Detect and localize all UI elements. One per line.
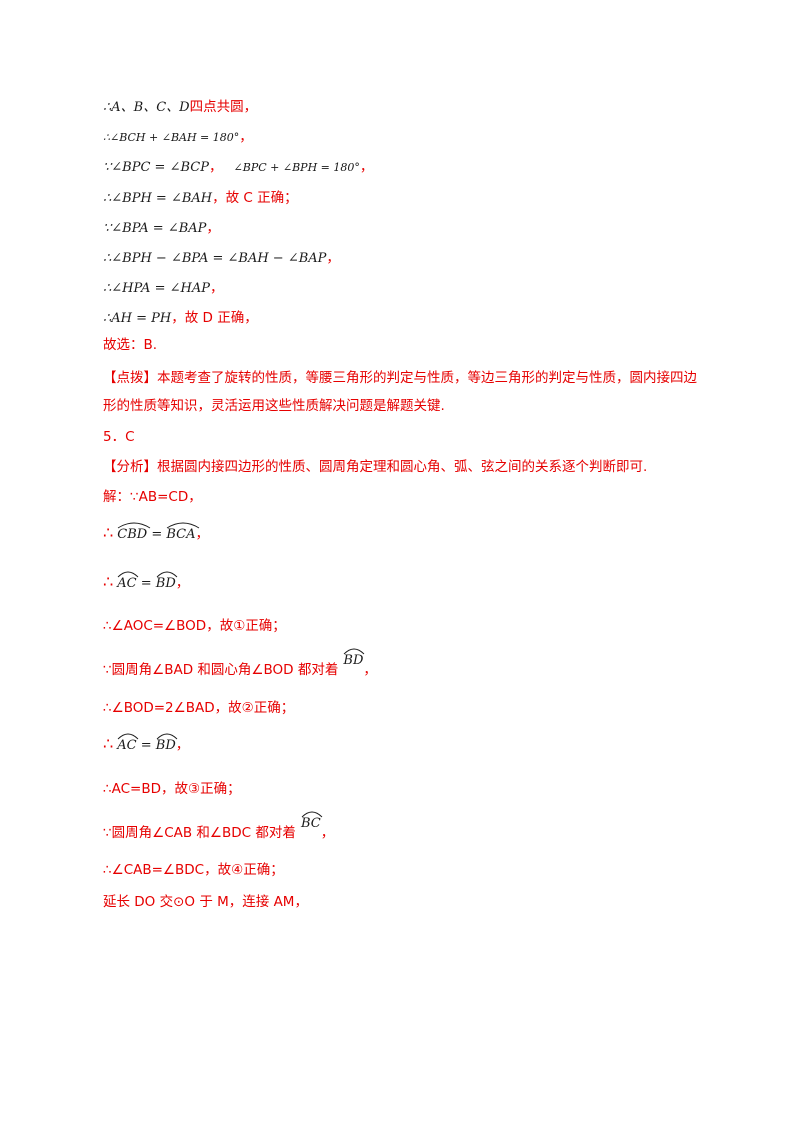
line-conclusion-1: ∴∠AOC=∠BOD，故①正确； [103, 618, 286, 634]
therefore-symbol: ∴ [103, 734, 113, 753]
line-answer: 故选：B. [103, 337, 158, 353]
arc-label-1: AC [117, 733, 139, 752]
line-bpc-bcp: ∵∠BPC = ∠BCP， ∠BPC + ∠BPH = 180°， [103, 158, 373, 175]
math-expr: ∴∠BPH − ∠BPA = ∠BAH − ∠BAP [103, 251, 327, 266]
math-expr: ∴∠BPH = ∠BAH [103, 191, 213, 206]
arc-label-2: BD [156, 733, 178, 752]
text: ， [326, 250, 340, 266]
line-cab-bdc: ∵圆周角∠CAB 和∠BDC 都对着 BC ， [103, 811, 335, 841]
arc-label-2: BCA [166, 522, 200, 541]
question-number: 5．C [103, 429, 135, 445]
arc-label-2: BD [156, 571, 178, 590]
arc-mark-icon [156, 733, 178, 740]
text: ， [175, 575, 190, 591]
text: ， [195, 526, 210, 542]
arc-mark-icon [167, 522, 200, 529]
line-four-points-concyclic: ∴A、B、C、D四点共圆， [103, 98, 257, 115]
line-arc-ac-bd: ∴ AC = BD ， [103, 571, 190, 591]
text: ， [175, 737, 190, 753]
line-ah-ph: ∴AH = PH，故 D 正确， [103, 309, 258, 326]
arc-label: BC [301, 811, 323, 830]
math-expr: ∴AH = PH [103, 311, 172, 326]
text: 四点共圆， [189, 99, 258, 115]
line-inscribed-central: ∵圆周角∠BAD 和圆心角∠BOD 都对着 BD ， [103, 648, 377, 678]
arc-mark-icon [344, 648, 365, 655]
arc-mark-icon [118, 522, 151, 529]
text: ， [206, 220, 220, 236]
equals: = [147, 527, 167, 542]
equals: = [136, 738, 156, 753]
arc-mark-icon [117, 733, 139, 740]
math-expr-2: ∠BPC + ∠BPH = 180° [233, 161, 360, 174]
arc-label: BD [343, 648, 365, 667]
equals: = [136, 576, 156, 591]
math-expr: ∴∠HPA = ∠HAP [103, 281, 210, 296]
line-arc-ac-bd-2: ∴ AC = BD ， [103, 733, 190, 753]
text: ，故 D 正确， [171, 310, 258, 326]
line-arc-cbd-bca: ∴ CBD = BCA ， [103, 522, 210, 542]
arc-label-1: CBD [117, 522, 151, 541]
line-bph-bah: ∴∠BPH = ∠BAH，故 C 正确； [103, 189, 298, 206]
arc-mark-icon [117, 571, 139, 578]
text: ， [239, 129, 253, 145]
arc-label-1: AC [117, 571, 139, 590]
line-solution-start: 解：∵AB=CD， [103, 489, 202, 505]
line-angle-sum: ∴∠BCH + ∠BAH = 180°， [103, 128, 253, 145]
line-tip-2: 形的性质等知识，灵活运用这些性质解决问题是解题关键. [103, 398, 445, 414]
line-analysis: 【分析】根据圆内接四边形的性质、圆周角定理和圆心角、弧、弦之间的关系逐个判断即可… [103, 459, 648, 475]
text-2: ， [363, 662, 377, 678]
math-expr: ∵∠BPA = ∠BAP [103, 221, 207, 236]
text-2: ， [359, 159, 374, 175]
line-conclusion-2: ∴∠BOD=2∠BAD，故②正确； [103, 700, 295, 716]
math-expr: ∴A、B、C、D [103, 100, 190, 115]
text: ， [208, 159, 223, 175]
math-expr: ∵∠BPC = ∠BCP [103, 160, 209, 175]
line-tip-1: 【点拨】本题考查了旋转的性质，等腰三角形的判定与性质，等边三角形的判定与性质，圆… [103, 370, 697, 386]
text: ∵圆周角∠CAB 和∠BDC 都对着 [103, 825, 296, 841]
text: ，故 C 正确； [212, 190, 298, 206]
therefore-symbol: ∴ [103, 523, 113, 542]
arc-mark-icon [156, 571, 178, 578]
arc-mark-icon [301, 811, 323, 818]
math-expr: ∴∠BCH + ∠BAH = 180° [103, 131, 240, 144]
line-bpa-bap: ∵∠BPA = ∠BAP， [103, 219, 220, 236]
line-extend: 延长 DO 交⊙O 于 M，连接 AM， [103, 894, 308, 910]
therefore-symbol: ∴ [103, 572, 113, 591]
line-conclusion-4: ∴∠CAB=∠BDC，故④正确； [103, 862, 284, 878]
text: ， [209, 280, 224, 296]
text: ∵圆周角∠BAD 和圆心角∠BOD 都对着 [103, 662, 339, 678]
line-difference: ∴∠BPH − ∠BPA = ∠BAH − ∠BAP， [103, 249, 340, 266]
line-conclusion-3: ∴AC=BD，故③正确； [103, 781, 241, 797]
text-2: ， [320, 825, 335, 841]
line-hpa-hap: ∴∠HPA = ∠HAP， [103, 279, 223, 296]
